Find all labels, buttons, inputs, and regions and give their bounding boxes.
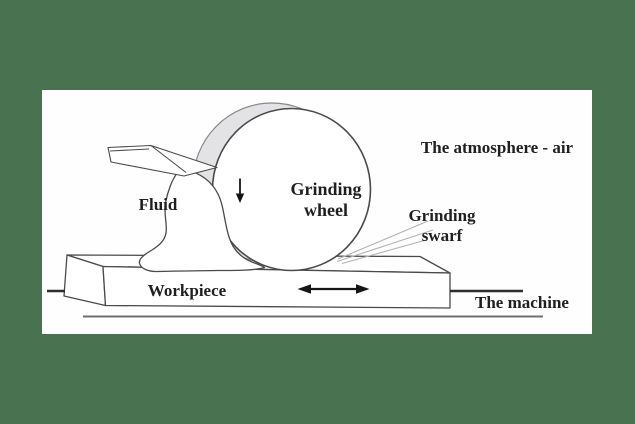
grinding-wheel-label: Grinding wheel xyxy=(290,179,361,221)
grinding-wheel-label-line1: Grinding xyxy=(290,179,362,199)
grinding-swarf-label: Grinding swarf xyxy=(408,206,475,246)
grinding-wheel-label-line2: wheel xyxy=(304,200,348,220)
table-feed-arrow-icon xyxy=(297,284,370,294)
machine-label: The machine xyxy=(475,293,569,312)
grinding-diagram-figure: Fluid Grinding wheel The atmosphere - ai… xyxy=(42,90,592,334)
fluid-stream-shape xyxy=(138,169,266,273)
atmosphere-label: The atmosphere - air xyxy=(420,138,574,157)
fluid-label: Fluid xyxy=(138,195,178,214)
downfeed-arrow-icon xyxy=(235,178,245,203)
grinding-diagram-canvas xyxy=(47,102,543,318)
workpiece-front-face xyxy=(102,265,451,309)
grinding-swarf-label-line2: swarf xyxy=(421,226,463,245)
swarf-spray-lines xyxy=(336,220,434,265)
workpiece-label: Workpiece xyxy=(147,281,227,300)
grinding-swarf-label-line1: Grinding xyxy=(408,206,476,225)
fluid-nozzle-shape xyxy=(107,144,218,177)
